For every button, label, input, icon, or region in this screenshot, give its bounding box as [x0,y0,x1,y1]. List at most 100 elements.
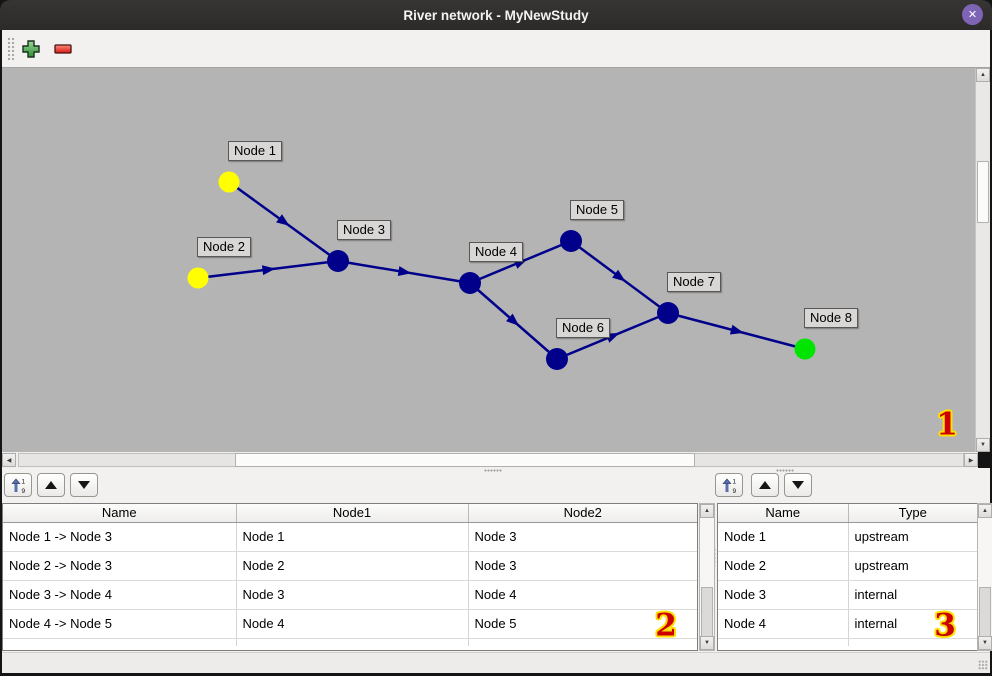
window-title: River network - MyNewStudy [403,7,589,23]
node-label[interactable]: Node 6 [556,318,610,338]
node-label[interactable]: Node 4 [469,242,523,262]
arrow-up-icon: ▲ [980,72,986,78]
table-cell[interactable]: upstream [848,522,977,552]
down-triangle-icon [78,481,90,489]
table-cell[interactable]: Node 1 [718,522,849,552]
splitter-handle[interactable] [484,469,502,472]
table-cell[interactable]: upstream [848,551,977,581]
scroll-right-button[interactable]: ▶ [964,453,978,467]
table-cell[interactable]: Node 3 [468,551,697,581]
edge-arrow-icon [261,265,276,276]
plus-icon [22,40,40,58]
column-header[interactable]: Name [718,504,849,523]
add-button[interactable] [20,38,42,60]
scroll-down-button[interactable]: ▼ [978,636,992,650]
table-cell[interactable]: internal [848,580,977,610]
node-label[interactable]: Node 3 [337,220,391,240]
edge-arrow-icon [276,214,290,226]
node-label[interactable]: Node 7 [667,272,721,292]
table-cell[interactable]: Node 3 [718,580,849,610]
move-row-up-button-right[interactable] [751,473,779,497]
sort-rows-button-left[interactable]: 1 9 [4,473,32,497]
svg-text:1: 1 [21,478,25,485]
table-cell[interactable]: Node 1 -> Node 3 [3,522,237,552]
table-cell[interactable]: Node 3 [236,580,469,610]
scroll-up-button[interactable]: ▲ [978,504,992,518]
toolbar-drag-handle[interactable] [7,37,15,62]
node-circle[interactable] [794,338,816,360]
nodes-table-scrollbar[interactable]: ▲ ▼ [977,503,992,651]
remove-button[interactable] [52,38,74,60]
scroll-down-button[interactable]: ▼ [700,636,714,650]
svg-text:1: 1 [732,478,736,485]
table-cell[interactable]: Node 4 [468,580,697,610]
scroll-up-button[interactable]: ▲ [976,68,990,82]
table-cell[interactable]: Node 4 -> Node 5 [3,609,237,639]
node-label[interactable]: Node 1 [228,141,282,161]
table-cell[interactable]: Node 4 [236,609,469,639]
table-cell[interactable]: Node 1 [236,522,469,552]
node-circle[interactable] [459,272,481,294]
svg-text:9: 9 [732,488,736,494]
node-circle[interactable] [560,230,582,252]
canvas-hscrollbar[interactable]: ◀ ▶ [2,452,978,468]
table-cell[interactable]: Node 2 [236,551,469,581]
move-row-down-button-right[interactable] [784,473,812,497]
sort-rows-button-right[interactable]: 1 9 [715,473,743,497]
move-row-down-button-left[interactable] [70,473,98,497]
column-header[interactable]: Node1 [236,504,469,523]
table-scroll-thumb[interactable] [701,587,713,638]
table-cell[interactable]: Node 4 [718,609,849,639]
node-circle[interactable] [546,348,568,370]
canvas-vscrollbar[interactable]: ▲ ▼ [975,68,990,452]
node-circle[interactable] [218,171,240,193]
table-scroll-thumb[interactable] [979,587,991,638]
splitter-handle-2[interactable] [776,469,794,472]
resize-grip-icon[interactable] [978,660,988,670]
scroll-down-button[interactable]: ▼ [976,438,990,452]
sort-1-9-icon: 1 9 [10,477,25,494]
titlebar[interactable]: River network - MyNewStudy ✕ [0,0,992,30]
table-cell[interactable]: Node 3 [468,522,697,552]
scroll-left-button[interactable]: ◀ [2,453,16,467]
table-cell[interactable]: Node 5 [468,609,697,639]
scroll-up-button[interactable]: ▲ [700,504,714,518]
up-triangle-icon [45,481,57,489]
table-cell[interactable]: Node 2 [718,551,849,581]
table-cell[interactable]: Node 3 -> Node 4 [3,580,237,610]
node-label[interactable]: Node 8 [804,308,858,328]
node-circle[interactable] [187,267,209,289]
edges-table-scrollbar[interactable]: ▲ ▼ [699,503,715,651]
close-button[interactable]: ✕ [962,4,983,25]
table-cell[interactable]: internal [848,609,977,639]
column-header[interactable]: Node2 [468,504,697,523]
node-label[interactable]: Node 2 [197,237,251,257]
table-cell[interactable]: Node 2 -> Node 3 [3,551,237,581]
vscroll-thumb[interactable] [977,161,989,223]
column-header[interactable]: Type [848,504,977,523]
move-row-up-button-left[interactable] [37,473,65,497]
arrow-up-icon: ▲ [982,508,988,514]
node-circle[interactable] [657,302,679,324]
network-canvas[interactable]: Node 1 Node 2 Node 3 Node 4 Node 5 Node 6 Node… [2,68,975,452]
node-label[interactable]: Node 5 [570,200,624,220]
column-header[interactable]: Name [3,504,237,523]
down-triangle-icon [792,481,804,489]
sort-1-9-icon: 1 9 [721,477,736,494]
node-circle[interactable] [327,250,349,272]
hscroll-thumb[interactable] [235,453,695,467]
